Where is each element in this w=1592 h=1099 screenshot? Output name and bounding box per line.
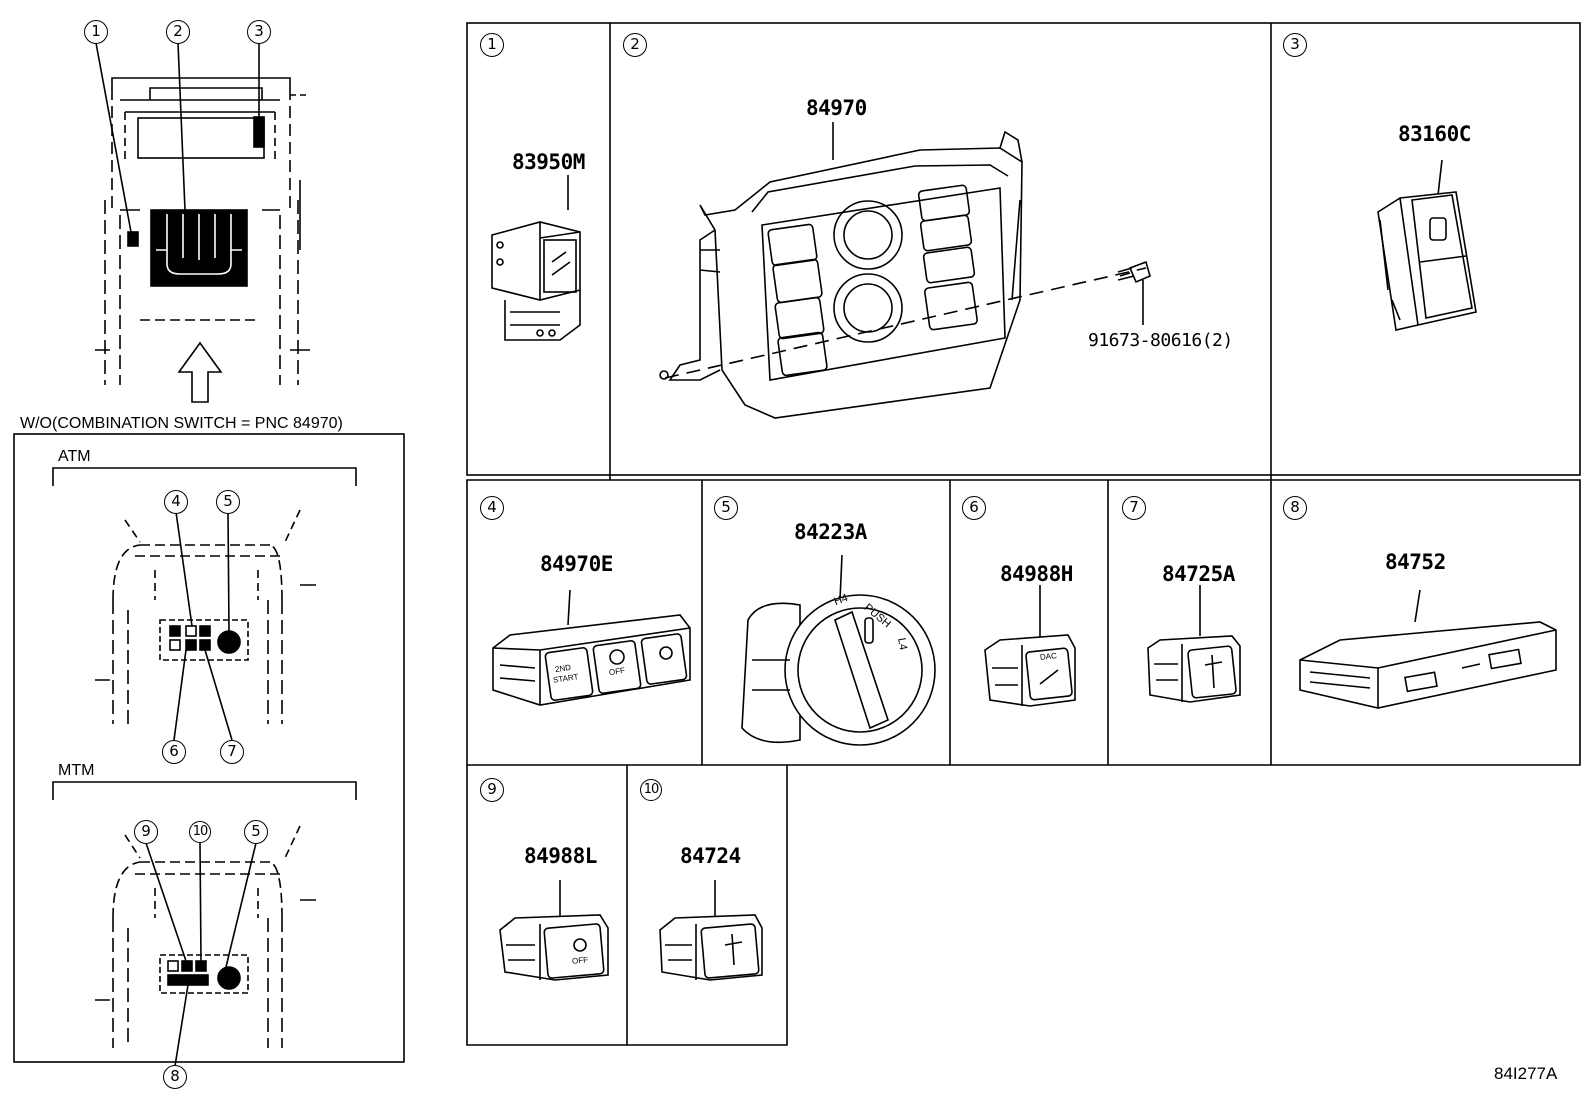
- part-number-84970E: 84970E: [540, 552, 613, 576]
- mtm-callout-9: 9: [134, 820, 158, 844]
- overview-callout-2: 2: [166, 20, 190, 44]
- panel-callout-2: 2: [623, 33, 647, 57]
- part-number-83160C: 83160C: [1398, 122, 1471, 146]
- part-8-module-drawing: [1299, 589, 1557, 709]
- panel-callout-8: 8: [1283, 496, 1307, 520]
- part-1-switch-drawing: [491, 175, 581, 341]
- part-5-label-l4: L4: [895, 636, 910, 652]
- part-number-84988H: 84988H: [1000, 562, 1073, 586]
- part-2-panel-drawing: [659, 122, 1151, 419]
- atm-label: ATM: [58, 448, 91, 465]
- arrow-icon: [177, 341, 223, 403]
- mtm-console-drawing: [95, 825, 316, 1067]
- part-6-switch-drawing: [984, 585, 1076, 707]
- atm-console-drawing: [95, 509, 316, 741]
- mtm-label: MTM: [58, 762, 95, 779]
- overview-console-drawing: [95, 42, 310, 403]
- panel-callout-3: 3: [1283, 33, 1307, 57]
- part-9-label-off: OFF: [571, 955, 589, 966]
- panel-callout-5: 5: [714, 496, 738, 520]
- overview-mark-3: [253, 116, 265, 148]
- overview-callout-3: 3: [247, 20, 271, 44]
- panel-callout-4: 4: [480, 496, 504, 520]
- panel-callout-7: 7: [1122, 496, 1146, 520]
- panel-callout-9: 9: [480, 778, 504, 802]
- part-9-switch-drawing: [499, 880, 609, 981]
- mtm-callout-10: 10: [189, 821, 211, 843]
- part-5-knob-drawing: [741, 554, 936, 746]
- atm-callout-4: 4: [164, 490, 188, 514]
- part-10-switch-drawing: [659, 880, 763, 981]
- variant-box: [13, 433, 405, 1063]
- panel-callout-10: 10: [640, 779, 662, 801]
- part-4-switch-drawing: [492, 589, 691, 706]
- part-3-switch-drawing: [1377, 159, 1477, 331]
- parts-grid: [466, 22, 1581, 1046]
- part-number-84725A: 84725A: [1162, 562, 1235, 586]
- mtm-callout-5: 5: [244, 820, 268, 844]
- panel-callout-1: 1: [480, 33, 504, 57]
- atm-callout-7: 7: [220, 740, 244, 764]
- panel-callout-6: 6: [962, 496, 986, 520]
- part-number-84724: 84724: [680, 844, 741, 868]
- part-number-83950M: 83950M: [512, 150, 585, 174]
- part-number-84970: 84970: [806, 96, 867, 120]
- mtm-callout-8: 8: [163, 1065, 187, 1089]
- overview-caption: W/O(COMBINATION SWITCH = PNC 84970): [20, 415, 343, 432]
- part-6-label-dac: DAC: [1039, 651, 1058, 662]
- diagram-id: 84I277A: [1494, 1064, 1558, 1083]
- part-number-84223A: 84223A: [794, 520, 867, 544]
- overview-mark-1: [127, 231, 139, 247]
- overview-callout-1: 1: [84, 20, 108, 44]
- screw-icon: [1128, 260, 1151, 284]
- part-7-switch-drawing: [1147, 585, 1241, 703]
- part-number-84752: 84752: [1385, 550, 1446, 574]
- atm-callout-5: 5: [216, 490, 240, 514]
- part-number-91673-80616: 91673-80616(2): [1088, 330, 1233, 351]
- part-number-84988L: 84988L: [524, 844, 597, 868]
- atm-callout-6: 6: [162, 740, 186, 764]
